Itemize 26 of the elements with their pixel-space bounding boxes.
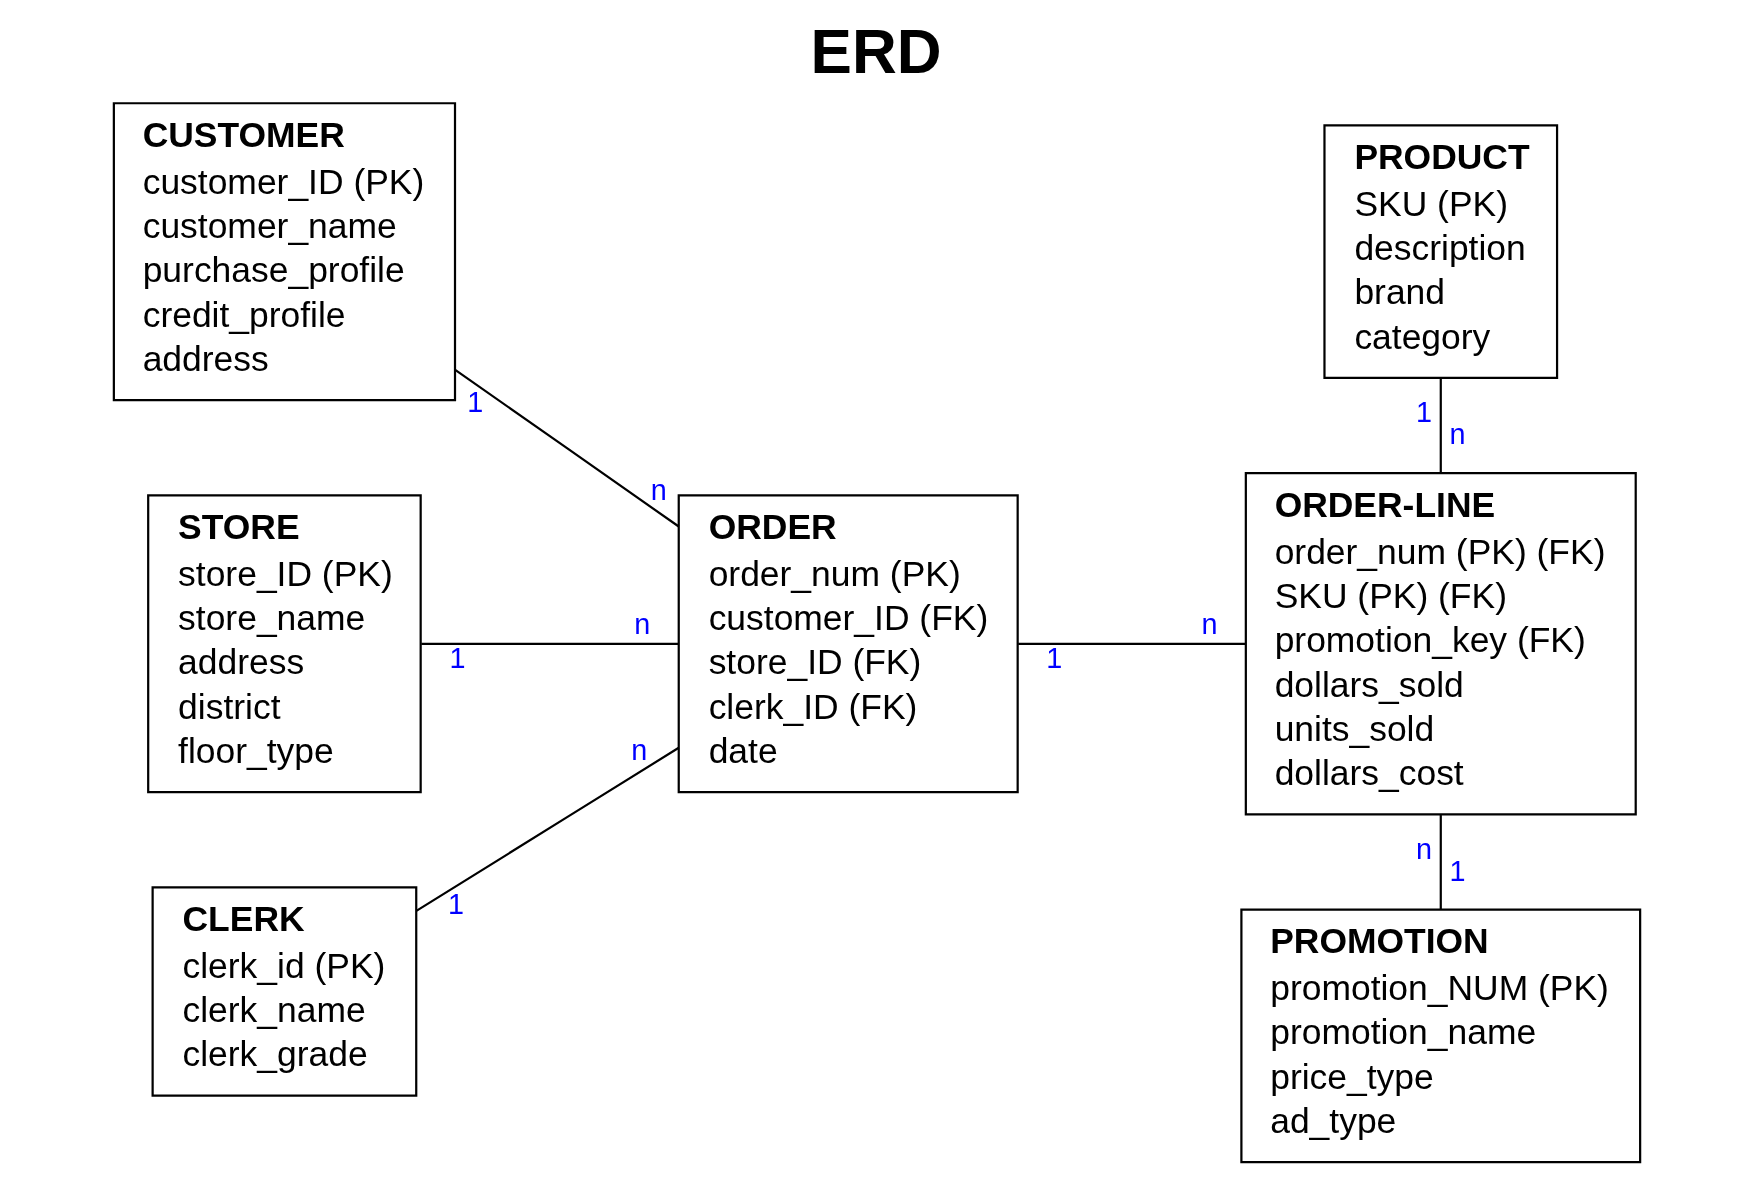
node-box: ORDER-LINE order_num (PK) (FK) SKU (PK) (FK) promotion_key (FK) dollars_sold units_sold dollars_cost	[1244, 472, 1637, 816]
connector	[421, 642, 679, 645]
node-box: CLERK clerk_id (PK) clerk_name clerk_grade	[151, 886, 418, 1097]
node-box: PRODUCT SKU (PK) description brand category	[1323, 124, 1559, 380]
node-label: n	[631, 734, 648, 767]
node-label: 1	[449, 642, 466, 675]
connector	[1018, 642, 1246, 645]
node-label: n	[1449, 418, 1466, 451]
node-box: STORE store_ID (PK) store_name address district floor_type	[147, 494, 422, 794]
node-box: CUSTOMER customer_ID (PK) customer_name purchase_profile credit_profile address	[112, 102, 457, 402]
node-label: 1	[1449, 854, 1466, 887]
connector	[415, 746, 680, 912]
node-label: 1	[447, 887, 464, 920]
node-label: n	[634, 608, 651, 641]
node-label: 1	[1046, 642, 1063, 675]
diagram-title: ERD	[810, 17, 942, 87]
connector	[454, 368, 680, 528]
node-label: 1	[467, 385, 484, 418]
node-label: 1	[1415, 396, 1432, 429]
node-label: n	[650, 473, 667, 506]
connector	[1439, 815, 1442, 910]
node-label: n	[1415, 832, 1432, 865]
connector	[1439, 378, 1442, 473]
node-box: ORDER order_num (PK) customer_ID (FK) store_ID (FK) clerk_ID (FK) date	[677, 494, 1019, 794]
node-box: PROMOTION promotion_NUM (PK) promotion_name price_type ad_type	[1240, 908, 1642, 1164]
node-label: n	[1201, 608, 1218, 641]
